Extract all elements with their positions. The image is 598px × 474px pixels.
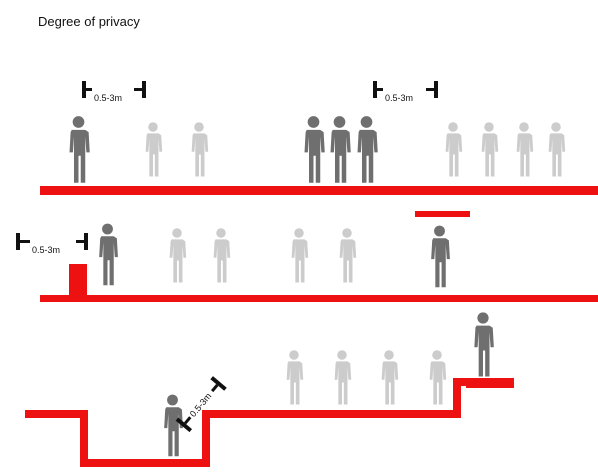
- person-figure-dark: [474, 312, 494, 377]
- person-figure-light: [334, 350, 352, 405]
- person-figure-dark: [99, 223, 118, 286]
- person-figure-dark: [164, 394, 183, 457]
- dimension-marker-row1-right: 0.5-3m: [373, 81, 438, 103]
- upper-ledge: [466, 380, 514, 388]
- ground-profile-row3: [25, 378, 514, 467]
- person-figure-light: [481, 122, 499, 177]
- person-figure-light: [339, 228, 357, 283]
- person-figure-dark: [304, 116, 325, 183]
- raised-block: [69, 264, 87, 297]
- person-figure-light: [169, 228, 187, 283]
- dimension-marker-row2: 0.5-3m: [16, 233, 88, 255]
- ground-line-row1: [40, 186, 598, 195]
- dimension-label: 0.5-3m: [32, 245, 60, 255]
- person-figure-light: [548, 122, 566, 177]
- person-figure-light: [429, 350, 447, 405]
- person-figure-dark: [357, 116, 378, 183]
- person-figure-light: [291, 228, 309, 283]
- person-figure-light: [213, 228, 231, 283]
- diagram-title: Degree of privacy: [38, 14, 140, 29]
- person-figure-light: [145, 122, 163, 177]
- person-figure-light: [445, 122, 463, 177]
- ground-line-row2: [40, 295, 598, 302]
- person-figure-light: [381, 350, 399, 405]
- dimension-marker-row3-diagonal: 0.5-3m: [175, 376, 227, 433]
- dimension-label: 0.5-3m: [385, 93, 413, 103]
- person-figure-light: [286, 350, 304, 405]
- person-figure-dark: [330, 116, 351, 183]
- dimension-label: 0.5-3m: [94, 93, 122, 103]
- person-figure-dark: [431, 225, 450, 288]
- person-figure-dark: [69, 116, 90, 183]
- person-figure-light: [191, 122, 209, 177]
- dimension-marker-row1-left: 0.5-3m: [82, 81, 146, 103]
- overhead-canopy: [415, 211, 470, 217]
- person-figure-light: [516, 122, 534, 177]
